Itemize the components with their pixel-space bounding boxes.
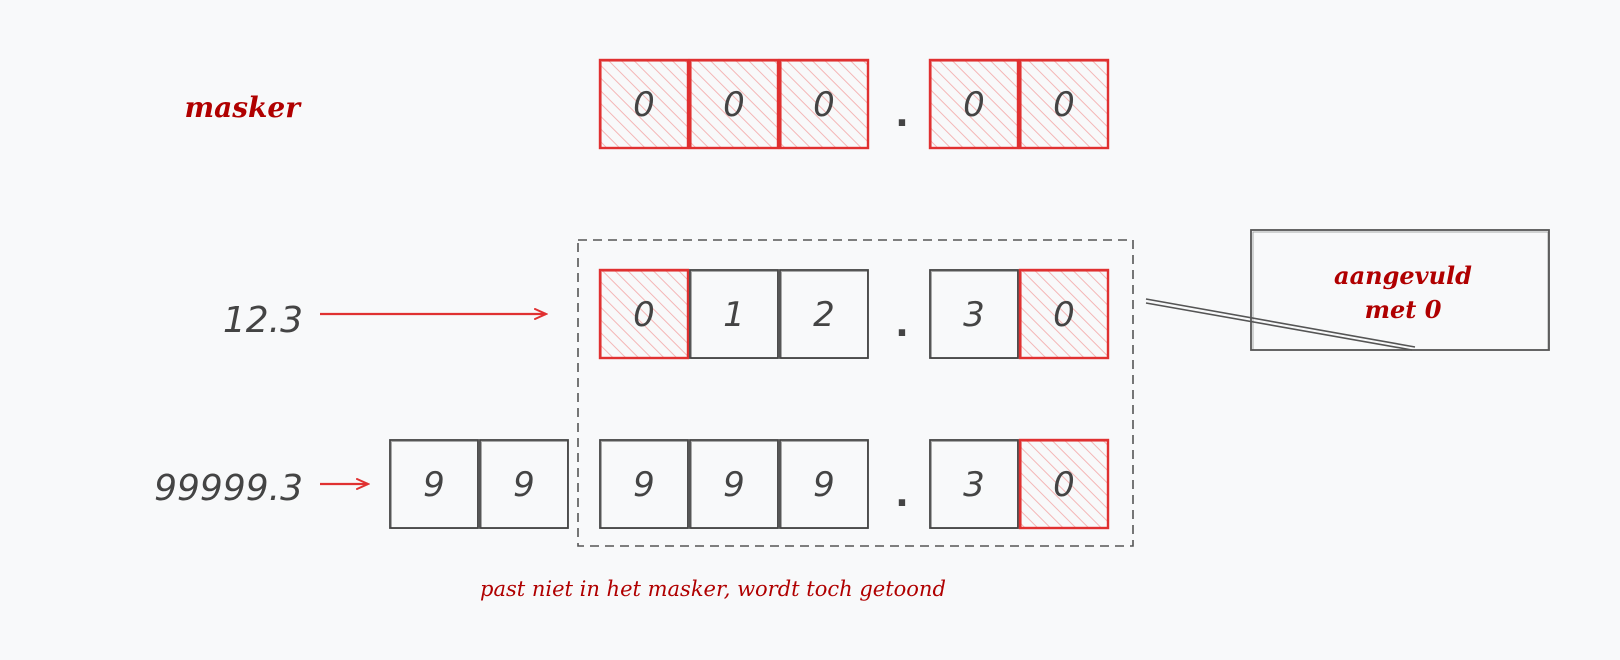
digit-text: 0 [1053, 295, 1075, 335]
digit-text: 0 [1053, 465, 1075, 505]
mask-decimal-separator: . [895, 94, 909, 135]
digit-text: 9 [633, 465, 655, 505]
row1-decimal-cell: 3 [929, 269, 1019, 359]
digit-text: 2 [813, 295, 835, 335]
mask-integer-cell: 0 [778, 58, 870, 150]
digit-text: 3 [963, 465, 985, 505]
digit-text: 0 [723, 85, 745, 125]
row2-decimal-separator: . [895, 474, 909, 515]
callout-text-line1: aangevuld [1334, 261, 1472, 290]
overflow-note: past niet in het masker, wordt toch geto… [480, 577, 946, 601]
row2-decimal-cell: 3 [929, 439, 1019, 529]
row2-overflow-cell: 9 [479, 439, 569, 529]
callout-box [1250, 229, 1550, 351]
row1-decimal-separator: . [895, 304, 909, 345]
row1-integer-cell: 0 [598, 268, 690, 360]
row1-decimal-cell: 0 [1018, 268, 1110, 360]
digit-text: 0 [633, 85, 655, 125]
padding-callout: aangevuld met 0 [1145, 229, 1550, 351]
row1-label: 12.3 [223, 300, 303, 341]
digit-text: 1 [723, 295, 745, 335]
mask-decimal-cell: 0 [928, 58, 1020, 150]
mask-label: masker [185, 91, 303, 124]
digit-text: 9 [723, 465, 745, 505]
mask-integer-cell: 0 [688, 58, 780, 150]
row2-label: 99999.3 [154, 468, 303, 509]
digit-text: 0 [1053, 85, 1075, 125]
digit-cells: 0 0 0. 0 0 0 1 2. 3 0 9 9 9 9 9. 3 0 [389, 58, 1110, 530]
mask-decimal-cell: 0 [1018, 58, 1110, 150]
callout-connector [1145, 298, 1416, 351]
row1-integer-cell: 2 [779, 269, 869, 359]
row2-integer-cell: 9 [599, 439, 689, 529]
callout-text-line2: met 0 [1365, 295, 1442, 324]
digit-text: 0 [813, 85, 835, 125]
digit-text: 9 [813, 465, 835, 505]
digit-text: 9 [423, 465, 445, 505]
digit-text: 0 [633, 295, 655, 335]
digit-text: 0 [963, 85, 985, 125]
mask-integer-cell: 0 [598, 58, 690, 150]
mask-frame [577, 239, 1134, 547]
row1-integer-cell: 1 [689, 269, 779, 359]
row2-integer-cell: 9 [779, 439, 869, 529]
digit-text: 3 [963, 295, 985, 335]
row2-decimal-cell: 0 [1018, 438, 1110, 530]
row2-overflow-cell: 9 [389, 439, 479, 529]
digit-text: 9 [513, 465, 535, 505]
row2-integer-cell: 9 [689, 439, 779, 529]
